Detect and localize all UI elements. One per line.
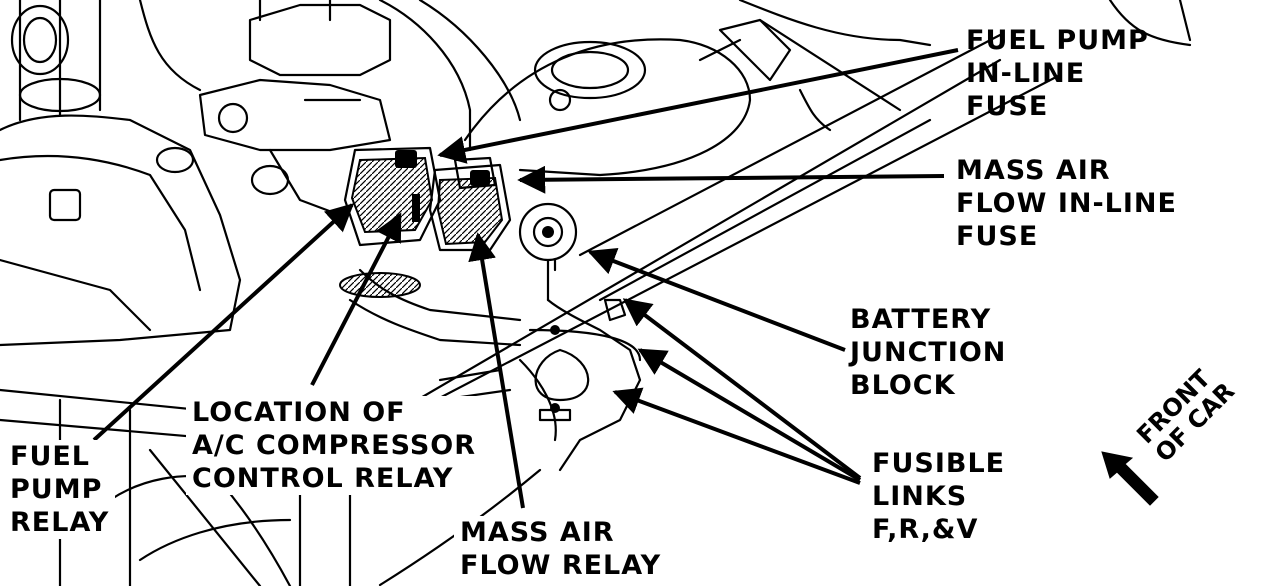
fender-area [698,0,1192,132]
front-arrow-icon [1101,451,1159,506]
label-fuel-pump-relay: FUEL PUMP RELAY [4,440,116,539]
label-line: LOCATION OF [192,397,406,428]
label-line: MASS AIR [460,517,615,548]
label-line: JUNCTION [850,337,1007,368]
label-line: RELAY [10,507,110,538]
air-intake [378,0,752,177]
leader-fuel-pump-inline-fuse [437,48,959,164]
label-ac-compressor-relay: LOCATION OF A/C COMPRESSOR CONTROL RELAY [186,396,483,495]
label-line: LINKS [872,481,968,512]
label-line: FUEL PUMP [966,25,1149,56]
leader-ac-compressor-relay [310,212,402,386]
label-fusible-links: FUSIBLE LINKS F,R,&V [872,447,1005,546]
leader-fusible-link-3 [612,387,861,485]
label-line: FLOW IN-LINE [956,188,1177,219]
label-line: FLOW RELAY [460,550,662,581]
leader-fuel-pump-relay [92,203,355,442]
label-line: FUSE [956,221,1039,252]
label-battery-junction-block: BATTERY JUNCTION BLOCK [850,303,1006,402]
label-fuel-pump-inline-fuse: FUEL PUMP IN-LINE FUSE [966,24,1149,123]
label-line: IN-LINE [966,58,1086,89]
fender-rail [328,33,1062,457]
label-line: FUSE [966,91,1049,122]
leader-maf-inline-fuse [517,165,945,194]
label-maf-inline-fuse: MASS AIR FLOW IN-LINE FUSE [956,154,1177,253]
label-line: MASS AIR [956,155,1111,186]
master-cylinder [198,0,392,217]
leader-mass-air-flow-relay [468,232,525,509]
hoses [108,268,542,586]
engine-block [0,0,242,347]
label-line: FUSIBLE [872,448,1006,479]
label-line: BATTERY [850,304,992,335]
leader-fusible-link-1 [622,298,862,480]
mass-air-flow-relay-body [436,176,504,246]
label-line: A/C COMPRESSOR [192,430,477,461]
label-line: CONTROL RELAY [192,463,454,494]
label-line: PUMP [10,474,103,505]
label-line: F,R,&V [872,514,979,545]
hose-bellows [339,272,421,298]
leader-battery-junction-block [587,247,846,352]
label-line: FUEL [10,441,91,472]
label-line: BLOCK [850,370,956,401]
label-mass-air-flow-relay: MASS AIR FLOW RELAY [454,516,668,582]
leader-fusible-link-2 [637,348,862,482]
junction-block [518,202,578,302]
